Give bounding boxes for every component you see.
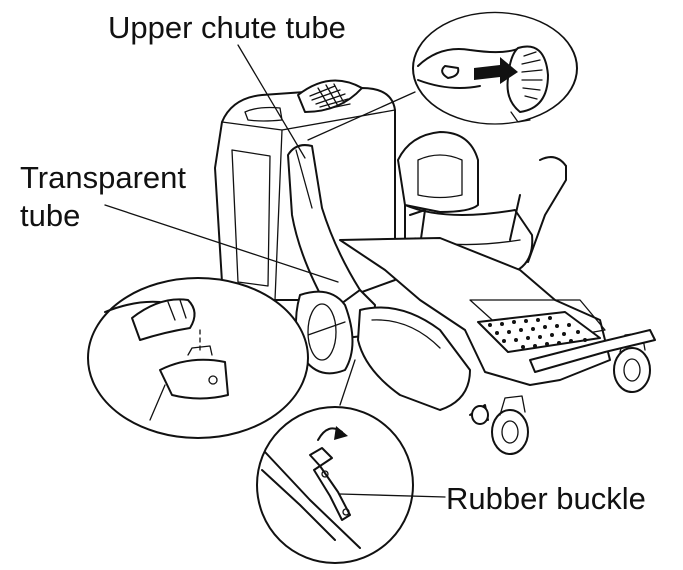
leader-upper-chute-tube <box>237 44 306 159</box>
front-caster-right <box>613 332 651 393</box>
rubber-buckle <box>309 447 351 521</box>
rotate-arrow-icon <box>317 426 348 441</box>
label-transparent-tube-line1: Transparent <box>20 160 186 195</box>
label-rubber-buckle: Rubber buckle <box>446 481 646 516</box>
leader-detail-top <box>307 91 416 141</box>
footrest-plate <box>477 311 601 353</box>
label-transparent-tube-line2: tube <box>20 198 81 233</box>
mower-body <box>339 237 611 411</box>
front-caster-left <box>491 395 529 455</box>
leader-rubber-buckle <box>339 493 446 498</box>
detail-circle-clamp <box>87 277 309 439</box>
label-upper-chute-tube: Upper chute tube <box>108 10 346 45</box>
leader-transparent-tube <box>104 204 339 283</box>
leader-detail-bottom <box>339 359 356 406</box>
direction-arrow-icon <box>474 57 518 84</box>
detail-circle-buckle <box>256 406 414 564</box>
leader-detail-left <box>307 321 346 336</box>
detail-circle-upper-chute <box>412 11 578 125</box>
front-bumper <box>469 329 656 425</box>
vent-grille <box>297 79 363 113</box>
